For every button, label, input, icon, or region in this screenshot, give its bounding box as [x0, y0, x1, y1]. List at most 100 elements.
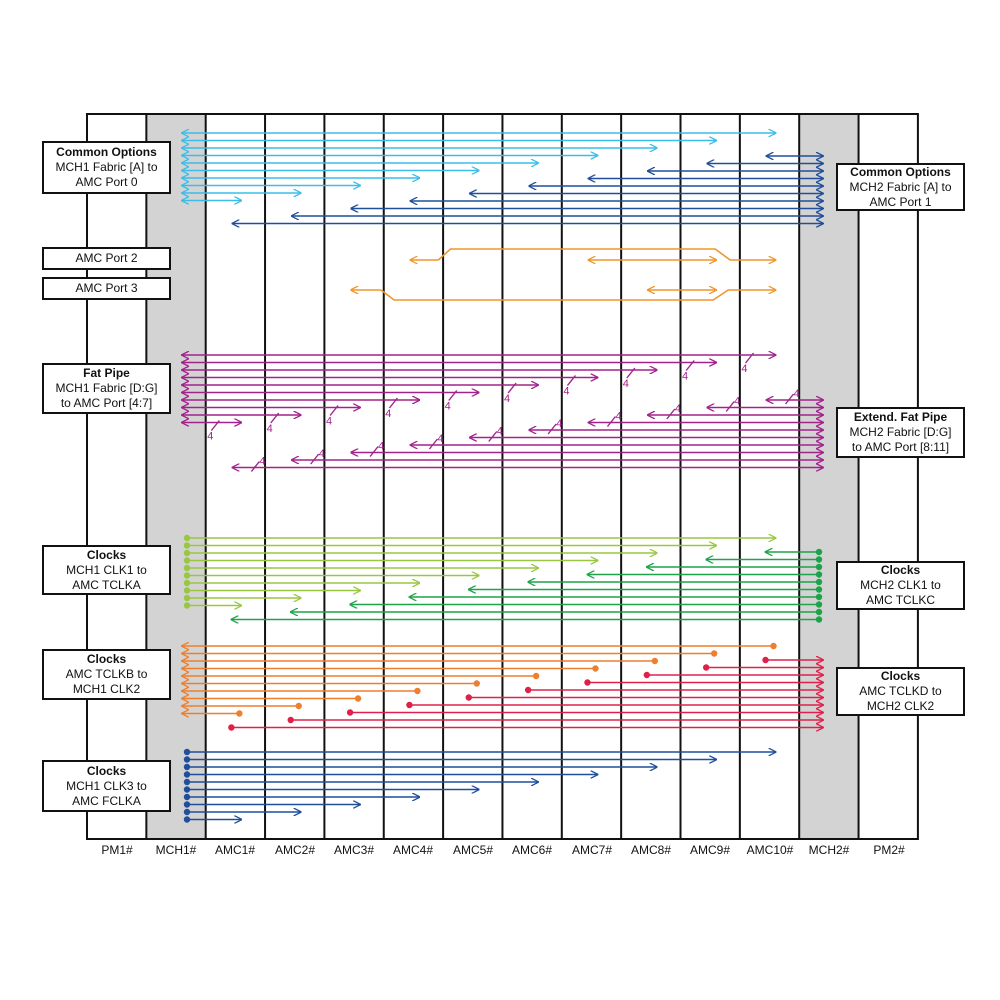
label-clocks-tclkc: Clocks MCH2 CLK1 to AMC TCLKC — [836, 561, 965, 610]
clk3-fclka-wire-dot — [183, 748, 191, 756]
tclkd-mch2-wire-dot — [702, 664, 710, 671]
bus-slash — [369, 446, 379, 457]
bus-slash — [448, 390, 458, 401]
bus-width-label: 4 — [682, 371, 688, 383]
bus-slash — [685, 360, 695, 371]
clk1-tclka-wire-dot — [183, 542, 191, 549]
label-title: Common Options — [56, 145, 157, 159]
bus-slash — [507, 382, 517, 394]
bus-slash — [566, 375, 577, 386]
clk1-tclkc-wire-dot — [815, 578, 823, 586]
tclkd-mch2-wire-dot — [762, 656, 769, 664]
clk1-tclka-wire-dot — [183, 557, 191, 564]
bus-slash — [250, 461, 260, 472]
mch1-slot-shade — [146, 114, 206, 839]
bus-width-label: 4 — [675, 403, 681, 415]
bus-width-label: 4 — [615, 411, 621, 423]
slot-label-pm1: PM1# — [101, 843, 133, 857]
clk3-fclka-wire-dot — [183, 786, 191, 793]
tclkd-mch2-wire-dot — [346, 709, 354, 716]
bus-slash — [725, 401, 735, 412]
slot-label-amc6: AMC6# — [511, 843, 552, 857]
clk3-fclka-wire-dot — [183, 756, 191, 763]
label-line: AMC Port 2 — [75, 251, 138, 265]
clk3-fclka-wire-dot — [183, 808, 191, 816]
label-title: Fat Pipe — [83, 366, 130, 380]
bus-width-label: 4 — [385, 408, 391, 420]
slot-label-pm2: PM2# — [873, 843, 905, 857]
label-clocks-tclkb: Clocks AMC TCLKB to MCH1 CLK2 — [42, 649, 171, 700]
bus-slash — [784, 393, 795, 405]
clk1-tclka-wire-dot — [183, 587, 191, 594]
label-fat-pipe: Fat Pipe MCH1 Fabric [D:G] to AMC Port [… — [42, 363, 171, 414]
clk1-tclka-wire-dot — [183, 549, 191, 557]
tclkb-mch1-wire-dot — [473, 680, 480, 687]
bus-slash — [388, 397, 398, 409]
tclkd-mch2-wire-dot — [643, 671, 651, 679]
label-line: MCH1 CLK2 — [72, 682, 141, 696]
tclkd-mch2-wire-dot — [406, 701, 413, 709]
bus-width-label: 4 — [734, 396, 740, 408]
clk1-tclka-wire-dot — [183, 572, 191, 579]
bus-width-label: 4 — [504, 393, 510, 405]
clk1-tclka-wire-dot — [183, 594, 191, 602]
slot-label-amc2: AMC2# — [274, 843, 315, 857]
clk1-tclkc-wire-dot — [815, 616, 823, 623]
slot-label-amc1: AMC1# — [214, 843, 255, 857]
label-common-options-mch1: Common Options MCH1 Fabric [A] to AMC Po… — [42, 141, 171, 194]
label-clocks-tclkd: Clocks AMC TCLKD to MCH2 CLK2 — [836, 667, 965, 716]
bus-width-label: 4 — [794, 388, 800, 400]
label-title: Common Options — [850, 164, 951, 179]
label-line: AMC TCLKA — [72, 577, 141, 592]
clk1-tclkc-wire-dot — [815, 571, 823, 578]
label-common-options-mch2: Common Options MCH2 Fabric [A] to AMC Po… — [836, 163, 965, 211]
label-title: Clocks — [86, 547, 127, 562]
tclkb-mch1-wire-dot — [236, 710, 243, 717]
tclkb-mch1-wire-dot — [414, 687, 421, 695]
tclkd-mch2-wire-dot — [228, 724, 235, 731]
clk3-fclka-wire-dot — [183, 771, 191, 778]
clk1-tclka-wire-dot — [183, 564, 191, 572]
label-amc-port-3: AMC Port 3 — [42, 277, 171, 300]
clk1-tclkc-wire-dot — [815, 586, 823, 593]
bus-width-label: 4 — [497, 426, 503, 438]
slot-label-mch2: MCH2# — [808, 843, 850, 857]
bus-slash — [428, 438, 438, 450]
slot-label-amc10: AMC10# — [746, 843, 794, 857]
tclkd-mch2-wire-dot — [584, 679, 591, 686]
clk1-tclka-wire-dot — [183, 534, 191, 542]
label-line: MCH2 CLK1 to — [860, 578, 941, 592]
bus-slash — [744, 352, 755, 364]
label-line: MCH1 CLK1 to — [66, 562, 147, 577]
label-line: AMC Port 0 — [75, 175, 138, 189]
label-line: AMC Port 3 — [75, 281, 138, 295]
label-line: AMC Port 1 — [869, 194, 932, 209]
label-line: to AMC Port [4:7] — [60, 396, 153, 410]
label-line: MCH1 CLK3 to — [66, 778, 147, 793]
bus-slash — [310, 453, 320, 465]
bus-width-label: 4 — [207, 431, 213, 443]
clk1-tclkc-wire-dot — [815, 556, 823, 563]
label-line: MCH2 CLK2 — [866, 699, 935, 713]
mch2-slot-shade — [799, 114, 859, 839]
bus-width-label: 4 — [445, 401, 451, 413]
clk1-tclkc-wire-dot — [815, 563, 823, 571]
bus-slash — [210, 420, 220, 431]
tclkb-mch1-wire-dot — [354, 695, 362, 702]
label-line: MCH1 Fabric [D:G] — [55, 381, 158, 395]
bus-width-label: 4 — [437, 433, 443, 445]
label-line: MCH2 Fabric [D:G] — [849, 425, 952, 439]
bus-slash — [329, 405, 339, 416]
slot-label-amc4: AMC4# — [392, 843, 433, 857]
label-title: Clocks — [880, 563, 921, 577]
clk3-fclka-wire-dot — [183, 763, 191, 771]
bus-slash — [547, 423, 557, 435]
slot-label-amc5: AMC5# — [452, 843, 493, 857]
slot-label-mch1: MCH1# — [155, 843, 197, 857]
label-line: to AMC Port [8:11] — [851, 440, 950, 454]
clk1-tclkc-wire-dot — [815, 593, 823, 601]
clk1-tclkc-wire-dot — [815, 601, 823, 608]
label-title: Clocks — [86, 652, 127, 666]
